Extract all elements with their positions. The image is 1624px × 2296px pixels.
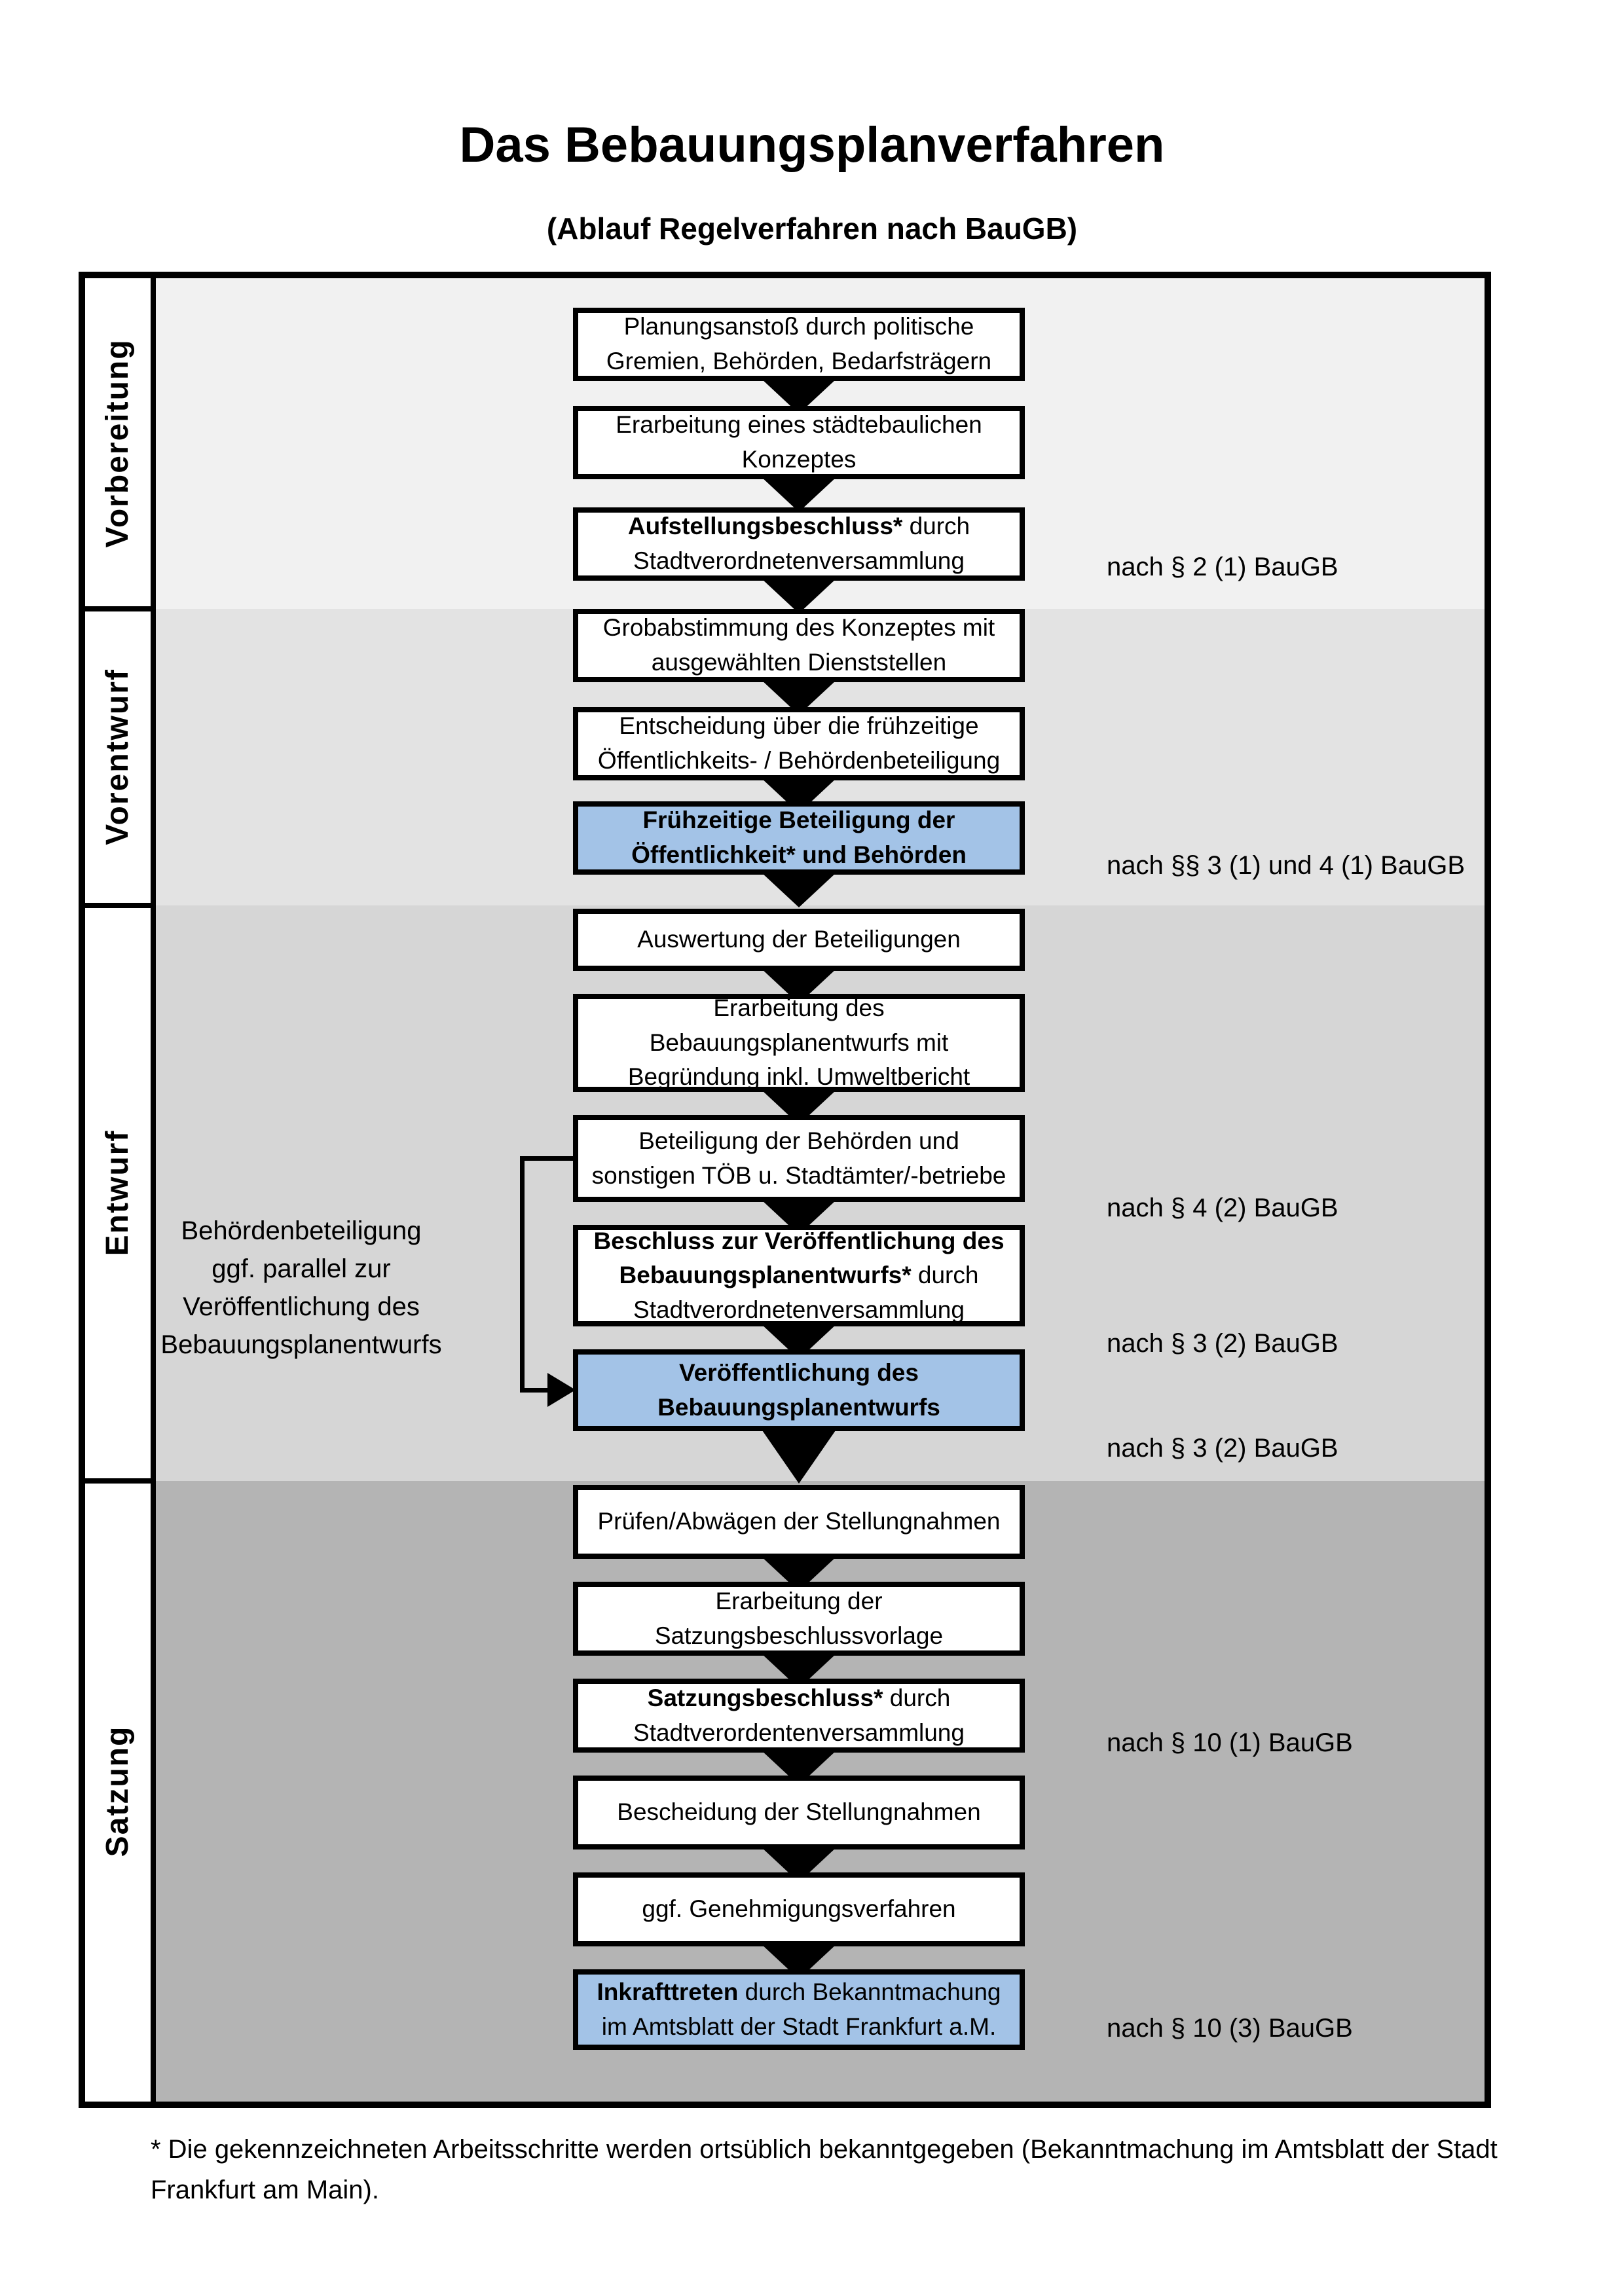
page-title: Das Bebauungsplanverfahren	[459, 117, 1165, 173]
step-behoerdenbeteiligung-toeb: Beteiligung der Behörden und sonstigen T…	[573, 1115, 1025, 1202]
step-staedtebauliches-konzept: Erarbeitung eines städtebaulichen Konzep…	[573, 406, 1025, 479]
parallel-connector-stub	[520, 1156, 573, 1161]
parallel-connector-vertical	[520, 1156, 525, 1393]
phase-separator-1	[85, 606, 151, 611]
footnote: * Die gekennzeichneten Arbeitsschritte w…	[151, 2135, 1498, 2204]
phase-separator-3	[85, 1478, 151, 1484]
step-genehmigungsverfahren: ggf. Genehmigungsverfahren	[573, 1872, 1025, 1946]
phase-label-column	[85, 278, 151, 2102]
step-satzungsbeschluss: Satzungsbeschluss* durch Stadtverordente…	[573, 1679, 1025, 1753]
step-pruefen-abwaegen: Prüfen/Abwägen der Stellungnahmen	[573, 1485, 1025, 1559]
step-satzungsbeschlussvorlage: Erarbeitung der Satzungsbeschlussvorlage	[573, 1582, 1025, 1656]
arrow-down-icon	[761, 477, 837, 512]
arrow-down-icon	[761, 1429, 837, 1484]
phase-label-vorbereitung: Vorbereitung	[100, 338, 135, 548]
step-veroeffentlichung-entwurf: Veröffentlichung des Bebauungsplanentwur…	[573, 1349, 1025, 1431]
page-subtitle: (Ablauf Regelverfahren nach BauGB)	[546, 211, 1078, 246]
arrow-down-icon	[761, 578, 837, 613]
step-beschluss-veroeffentlichung: Beschluss zur Veröffentlichung des Bebau…	[573, 1225, 1025, 1326]
phase-label-satzung: Satzung	[100, 1725, 135, 1857]
phase-column-divider	[151, 278, 156, 2102]
parallel-connector-bottom	[520, 1388, 549, 1393]
step-grobabstimmung: Grobabstimmung des Konzeptes mit ausgewä…	[573, 609, 1025, 682]
legal-ref: nach § 3 (2) BauGB	[1107, 1434, 1338, 1463]
legal-ref: nach § 2 (1) BauGB	[1107, 553, 1338, 581]
phase-label-entwurf: Entwurf	[100, 1129, 135, 1256]
side-note-behoerdenbeteiligung: Behördenbeteiligung ggf. parallel zur Ve…	[160, 1216, 442, 1359]
step-auswertung-beteiligungen: Auswertung der Beteiligungen	[573, 909, 1025, 971]
step-aufstellungsbeschluss: Aufstellungsbeschluss* durch Stadtverord…	[573, 507, 1025, 581]
phase-separator-2	[85, 903, 151, 908]
phase-label-vorentwurf: Vorentwurf	[100, 668, 135, 845]
step-entscheidung-fruehzeitige-beteiligung: Entscheidung über die frühzeitige Öffent…	[573, 707, 1025, 780]
flowchart-frame	[79, 272, 1491, 2108]
arrow-right-icon	[547, 1373, 576, 1407]
legal-ref: nach § 3 (2) BauGB	[1107, 1329, 1338, 1358]
legal-ref: nach § 4 (2) BauGB	[1107, 1194, 1338, 1222]
step-erarbeitung-entwurf: Erarbeitung des Bebauungsplanentwurfs mi…	[573, 994, 1025, 1092]
step-fruehzeitige-beteiligung: Frühzeitige Beteiligung der Öffentlichke…	[573, 801, 1025, 875]
step-bescheidung-stellungnahmen: Bescheidung der Stellungnahmen	[573, 1776, 1025, 1850]
step-inkrafttreten: Inkrafttreten durch Bekanntmachung im Am…	[573, 1969, 1025, 2050]
legal-ref: nach § 10 (3) BauGB	[1107, 2014, 1353, 2043]
step-planungsanstoss: Planungsanstoß durch politische Gremien,…	[573, 308, 1025, 381]
legal-ref: nach §§ 3 (1) und 4 (1) BauGB	[1107, 851, 1465, 880]
legal-ref: nach § 10 (1) BauGB	[1107, 1728, 1353, 1757]
arrow-down-icon	[761, 872, 837, 907]
